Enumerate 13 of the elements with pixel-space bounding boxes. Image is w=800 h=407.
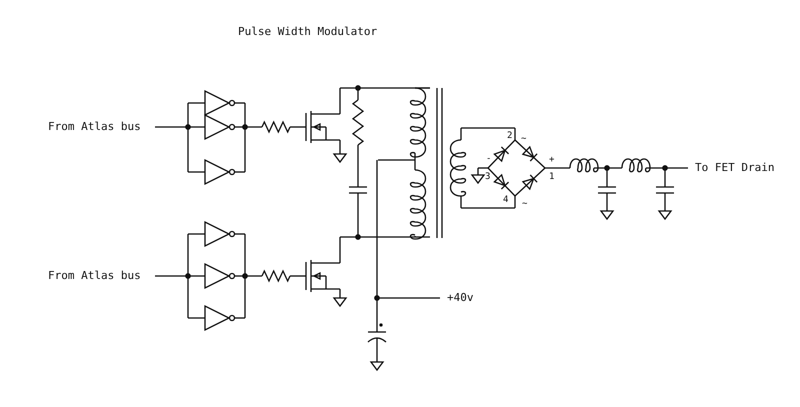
pin-label: + [549,154,554,166]
voltage-label: +40v [447,292,474,304]
pin-label: 2 [507,130,512,142]
pin-label: ~ [521,133,526,145]
output-label: To FET Drain [695,162,774,174]
pin-label: 4 [503,194,508,206]
input-label: From Atlas bus [48,121,141,133]
pin-label: 1 [549,171,554,183]
pin-label: ~ [522,198,528,210]
input-label: From Atlas bus [48,270,141,282]
pin-label: - [486,153,492,165]
diagram-title: Pulse Width Modulator [238,26,378,38]
pin-label: 3 [485,171,490,183]
